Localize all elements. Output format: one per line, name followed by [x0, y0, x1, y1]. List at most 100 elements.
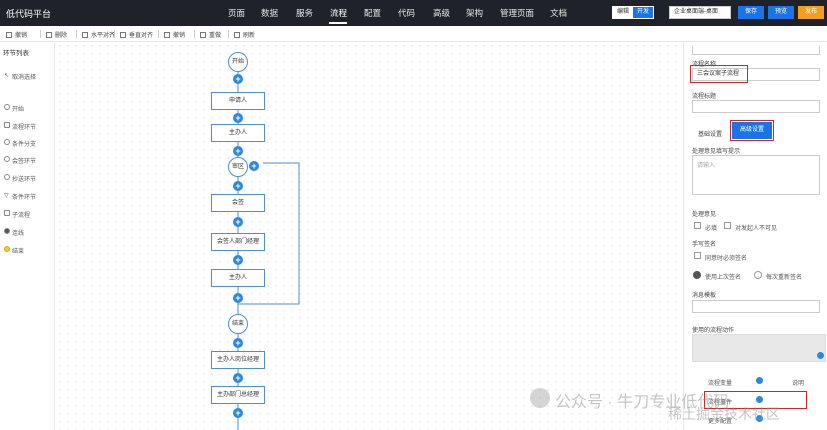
use-last-sign-label: 使用上次签名: [705, 275, 742, 281]
node-countersign[interactable]: 会签: [211, 194, 265, 212]
node-dept-manager-2[interactable]: 主办部门总经理: [211, 386, 265, 404]
tab-advanced-settings[interactable]: 高级设置: [732, 122, 772, 139]
align-vertical-icon: [120, 32, 126, 38]
subprocess-icon: [4, 210, 10, 216]
preview-button[interactable]: 预览: [768, 6, 794, 19]
add-node-button[interactable]: +: [233, 113, 243, 123]
process-title-input[interactable]: [692, 100, 820, 113]
task-icon: [4, 122, 10, 128]
tab-basic-settings[interactable]: 基础设置: [698, 132, 723, 138]
flow-connectors: [237, 71, 300, 430]
custom-action-area[interactable]: [692, 334, 826, 362]
node-handler[interactable]: 主办人: [211, 124, 265, 142]
required-label: 必填: [705, 226, 718, 232]
node-item-subprocess[interactable]: 子流程: [4, 210, 30, 219]
agree-sign-label: 同意时必须签名: [705, 256, 748, 262]
cursor-icon: ↖: [4, 73, 10, 79]
opinion-hint-label: 处理意见填写提示: [692, 149, 741, 155]
node-item-condition-branch[interactable]: 条件分支: [4, 139, 36, 148]
node-list-title: 环节列表: [3, 50, 29, 57]
terminal-select[interactable]: 企业桌面端-桌面: [669, 6, 731, 19]
highlight-box: [690, 65, 748, 83]
countersign-icon: [4, 156, 10, 162]
node-item-end[interactable]: 结束: [4, 246, 24, 255]
node-item-countersign[interactable]: 会签环节: [4, 156, 36, 165]
nav-config[interactable]: 配置: [364, 8, 382, 18]
node-handler-2[interactable]: 主办人: [211, 269, 265, 287]
add-node-button[interactable]: +: [233, 255, 243, 265]
node-post-manager[interactable]: 主办人岗位经理: [211, 351, 265, 369]
node-item-start[interactable]: 开始: [4, 104, 24, 113]
tb-undo-2[interactable]: 撤销: [164, 30, 185, 39]
nav-docs[interactable]: 文档: [550, 8, 568, 18]
node-item-cc[interactable]: 抄送环节: [4, 174, 36, 183]
process-name-input[interactable]: 三会议案子流程: [692, 68, 820, 81]
tb-undo[interactable]: 撤销: [6, 30, 27, 39]
mode-toggle[interactable]: 编辑 开发: [612, 6, 655, 19]
gear-icon[interactable]: [756, 396, 763, 403]
tb-refresh[interactable]: 刷新: [234, 30, 255, 39]
add-node-button[interactable]: +: [233, 217, 243, 227]
nav-pages[interactable]: 页面: [228, 8, 246, 18]
use-last-sign-radio[interactable]: [693, 271, 701, 279]
flow-loop-line: [238, 162, 300, 305]
tb-align-horizontal[interactable]: 水平对齐: [82, 30, 115, 39]
tb-delete[interactable]: 删除: [46, 30, 67, 39]
nav-data[interactable]: 数据: [261, 8, 279, 18]
add-branch-button[interactable]: +: [249, 161, 259, 171]
more-config-label: 更多配置: [708, 419, 733, 425]
required-checkbox[interactable]: [694, 222, 701, 229]
gear-icon[interactable]: [817, 352, 824, 359]
tb-redo[interactable]: 重做: [200, 30, 221, 39]
node-item-task[interactable]: 流程环节: [4, 122, 36, 131]
resign-each-label: 每次重新签名: [766, 275, 803, 281]
gear-icon[interactable]: [756, 377, 763, 384]
properties-panel: 流程名称 三会议案子流程 流程标题 基础设置 高级设置 处理意见填写提示 请输入…: [683, 42, 827, 430]
process-vars-hint: 说明: [792, 381, 805, 387]
nav-code[interactable]: 代码: [398, 8, 416, 18]
nav-advanced[interactable]: 高级: [433, 8, 451, 18]
add-node-button[interactable]: +: [233, 408, 243, 418]
resign-each-radio[interactable]: [754, 271, 762, 279]
app-title: 低代码平台: [6, 9, 52, 19]
watermark-text: 公众号 · 牛刀专业低代码: [555, 394, 730, 411]
condition-icon: ▽: [4, 193, 9, 199]
agree-sign-checkbox[interactable]: [694, 252, 701, 259]
tb-align-vertical[interactable]: 垂直对齐: [120, 30, 153, 39]
node-dept-manager[interactable]: 会签人部门经理: [211, 233, 265, 251]
add-node-button[interactable]: +: [233, 293, 243, 303]
add-node-button[interactable]: +: [233, 146, 243, 156]
toggle-edit[interactable]: 编辑: [613, 7, 634, 18]
toolbar-divider: [76, 30, 77, 38]
node-item-condition[interactable]: ▽条件环节: [4, 193, 37, 201]
nav-admin-pages[interactable]: 管理页面: [500, 8, 535, 18]
nav-process[interactable]: 流程: [330, 8, 348, 18]
process-vars-label: 流程变量: [708, 381, 733, 387]
add-node-button[interactable]: +: [233, 373, 243, 383]
save-button[interactable]: 保存: [738, 6, 764, 19]
node-end-branch[interactable]: 结束: [228, 314, 248, 334]
nav-services[interactable]: 服务: [296, 8, 314, 18]
process-title-label: 流程标题: [692, 94, 717, 100]
toolbar-divider: [40, 30, 41, 38]
align-horizontal-icon: [82, 32, 88, 38]
message-template-input[interactable]: [692, 300, 820, 313]
node-item-connector[interactable]: 连线: [4, 228, 24, 237]
custom-action-label: 使用的流程动作: [692, 328, 735, 334]
add-node-button[interactable]: +: [233, 74, 243, 84]
node-applicant[interactable]: 申请人: [211, 92, 265, 110]
add-node-button[interactable]: +: [233, 181, 243, 191]
toggle-dev[interactable]: 开发: [633, 7, 654, 18]
not-visible-checkbox[interactable]: [724, 222, 731, 229]
gear-icon[interactable]: [756, 415, 763, 422]
toolbar-divider: [158, 30, 159, 38]
publish-button[interactable]: 发布: [798, 6, 824, 19]
node-start[interactable]: 开始: [228, 52, 248, 72]
node-review[interactable]: 审区: [228, 157, 248, 177]
nav-architecture[interactable]: 架构: [466, 8, 484, 18]
node-item-deselect[interactable]: ↖取消选择: [4, 73, 37, 81]
start-icon: [4, 104, 10, 110]
opinion-hint-textarea[interactable]: 请输入: [692, 155, 820, 195]
flow-canvas[interactable]: 开始 + 申请人 + 主办人 + 审区 + + 会签 + 会签人部门经理 + 主…: [56, 42, 682, 430]
add-node-button[interactable]: +: [233, 338, 243, 348]
